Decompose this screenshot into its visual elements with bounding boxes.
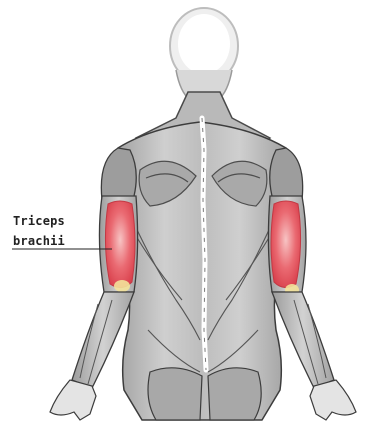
triceps-left-highlight: [105, 201, 135, 288]
head: [170, 8, 238, 100]
triceps-left-tendon: [114, 280, 130, 292]
triceps-label-line1: Triceps: [13, 214, 65, 228]
triceps-label-line2: brachii: [13, 234, 65, 248]
spine: [202, 118, 206, 370]
left-upper-arm: [99, 196, 137, 292]
triceps-right-highlight: [271, 201, 301, 288]
right-upper-arm: [268, 196, 306, 296]
